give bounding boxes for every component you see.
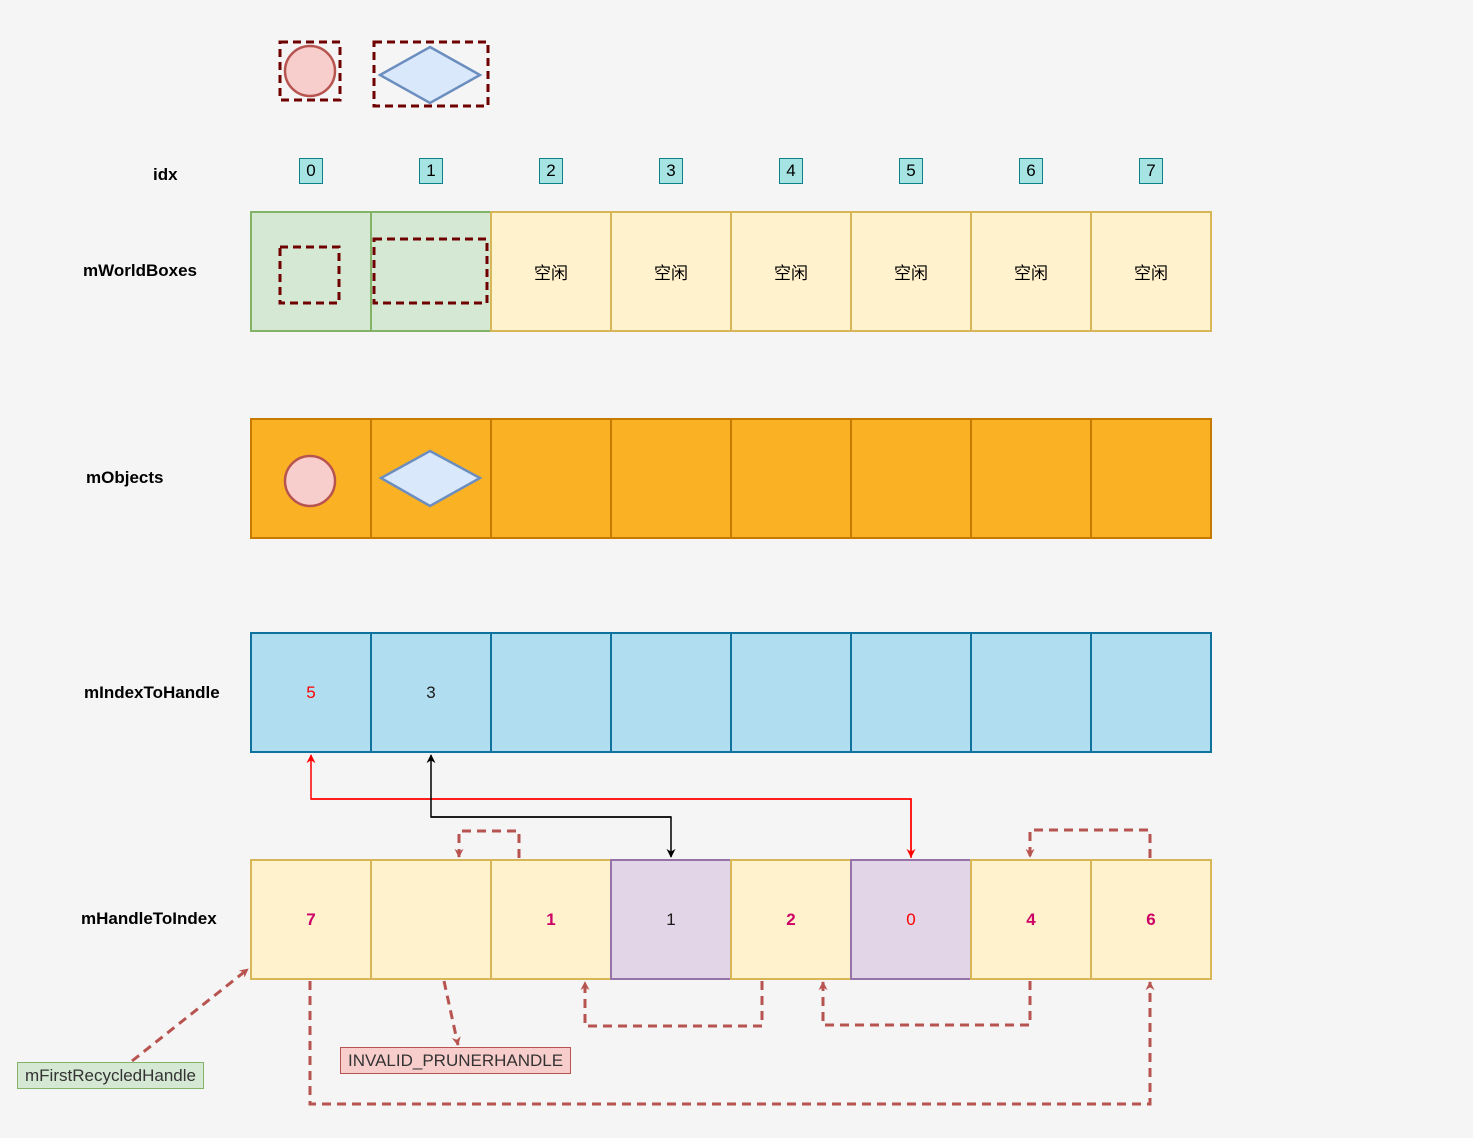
idx-marker: 0 (299, 158, 323, 184)
world-box-cell: 空闲 (1090, 211, 1212, 332)
recycle-link-2-to-1 (454, 829, 521, 858)
index-to-handle-cell: 3 (370, 632, 492, 753)
recycle-link-0-to-7 (308, 981, 1155, 1106)
object-cell (850, 418, 972, 539)
index-to-handle-cell (1090, 632, 1212, 753)
index-0-to-handle-5-arrow (311, 798, 916, 858)
handle-to-index-cell: 6 (1090, 859, 1212, 980)
idx-marker: 6 (1019, 158, 1043, 184)
idx-marker: 3 (659, 158, 683, 184)
world-box-cell: 空闲 (970, 211, 1092, 332)
world-box-cell (250, 211, 372, 332)
legend-circle-icon (283, 44, 337, 98)
handle-3-to-index-1-arrow (426, 754, 671, 818)
label-world-boxes: mWorldBoxes (83, 261, 197, 280)
first-recycled-handle-tag: mFirstRecycledHandle (17, 1062, 204, 1089)
recycle-link-7-to-6 (1025, 828, 1152, 858)
recycle-link-1-to-invalid (442, 980, 461, 1046)
world-box-circle-bound (278, 245, 341, 305)
label-objects: mObjects (86, 468, 164, 487)
idx-marker: 5 (899, 158, 923, 184)
object-cell (610, 418, 732, 539)
world-box-diamond-bound (372, 237, 489, 305)
legend-diamond-bound (372, 40, 490, 108)
idx-marker: 4 (779, 158, 803, 184)
recycle-link-4-to-2 (580, 981, 764, 1028)
legend-diamond-icon (377, 45, 483, 105)
label-handle-to-index: mHandleToIndex (81, 909, 217, 928)
idx-marker: 7 (1139, 158, 1163, 184)
object-cell (490, 418, 612, 539)
index-to-handle-cell: 5 (250, 632, 372, 753)
handle-to-index-cell-selected: 0 (850, 859, 972, 980)
recycle-link-6-to-4 (818, 981, 1032, 1027)
index-to-handle-cell (970, 632, 1092, 753)
index-1-to-handle-3-arrow (431, 816, 676, 858)
index-to-handle-cell (730, 632, 852, 753)
handle-to-index-cell: 4 (970, 859, 1092, 980)
world-box-cell: 空闲 (730, 211, 852, 332)
world-box-cell: 空闲 (610, 211, 732, 332)
object-cell (970, 418, 1092, 539)
invalid-pruner-handle-tag: INVALID_PRUNERHANDLE (340, 1047, 572, 1074)
world-box-cell: 空闲 (490, 211, 612, 332)
handle-to-index-cell: 7 (250, 859, 372, 980)
world-box-cell: 空闲 (850, 211, 972, 332)
object-circle-icon (283, 454, 337, 508)
handle-5-to-index-0-arrow (306, 754, 912, 858)
legend-circle-bound (278, 40, 342, 102)
object-cell (730, 418, 852, 539)
idx-marker: 1 (419, 158, 443, 184)
object-cell (1090, 418, 1212, 539)
idx-marker: 2 (539, 158, 563, 184)
label-index-to-handle: mIndexToHandle (84, 683, 220, 702)
index-to-handle-cell (850, 632, 972, 753)
object-diamond-icon (378, 449, 483, 508)
label-idx: idx (153, 165, 178, 184)
first-recycled-link (131, 967, 249, 1063)
